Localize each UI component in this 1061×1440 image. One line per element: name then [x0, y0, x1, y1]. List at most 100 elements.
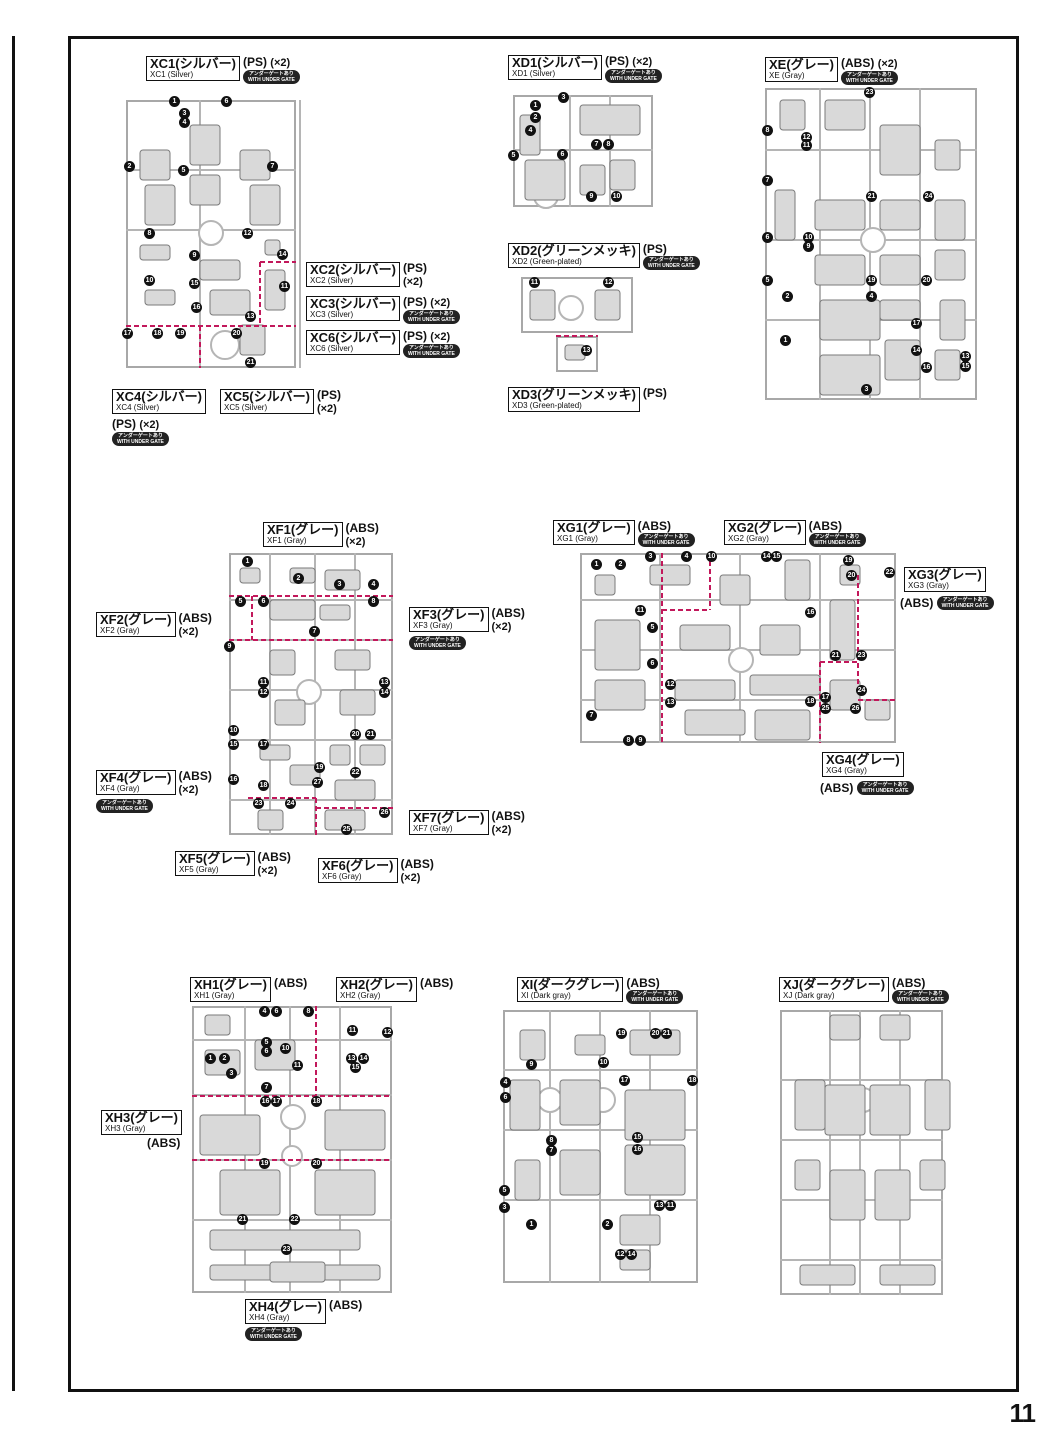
- label-xd1-qty: (×2): [632, 56, 653, 68]
- part-number-marker: 11: [801, 140, 812, 151]
- part-number-marker: 15: [189, 278, 200, 289]
- label-xi-en: XI (Dark gray): [521, 991, 571, 1000]
- label-xf5: XF5(グレー)XF5 (Gray)(ABS)(×2): [175, 851, 291, 877]
- part-number-marker: 20: [350, 729, 361, 740]
- part-number-marker: 16: [228, 774, 239, 785]
- part-number-marker: 1: [242, 556, 253, 567]
- part-number-marker: 6: [500, 1092, 511, 1103]
- label-xf6-mat: (ABS): [400, 857, 434, 871]
- part-number-marker: 10: [228, 725, 239, 736]
- label-xj-mat: (ABS): [892, 976, 926, 990]
- label-xc1-en: XC1 (Silver): [150, 70, 194, 79]
- label-xh1-jp: XH1(グレー): [194, 977, 267, 992]
- part-number-marker: 6: [221, 96, 232, 107]
- part-number-marker: 19: [616, 1028, 627, 1039]
- label-xd2-mat: (PS): [642, 242, 667, 256]
- part-number-marker: 13: [665, 697, 676, 708]
- label-xi-jp: XI(ダークグレー): [521, 977, 620, 992]
- part-number-marker: 18: [152, 328, 163, 339]
- left-page-edge: [0, 36, 15, 1391]
- runner-ring: [296, 679, 322, 705]
- part-number-marker: 1: [780, 335, 791, 346]
- label-xc3-jp: XC3(シルバー): [310, 296, 396, 311]
- runner-part: [259, 744, 291, 761]
- runner-part: [829, 1014, 861, 1041]
- runner-part: [784, 559, 811, 601]
- part-number-marker: 9: [526, 1059, 537, 1070]
- part-number-marker: 11: [529, 277, 540, 288]
- part-number-marker: 4: [500, 1077, 511, 1088]
- label-xc2-mat: (PS): [402, 261, 427, 275]
- label-xc2-jp: XC2(シルバー): [310, 262, 396, 277]
- runner-part: [269, 1261, 326, 1283]
- runner-part: [814, 199, 866, 231]
- part-number-marker: 6: [762, 232, 773, 243]
- part-number-marker: 7: [591, 139, 602, 150]
- runner-part: [649, 564, 691, 586]
- part-number-marker: 14: [277, 249, 288, 260]
- part-number-marker: 20: [311, 1158, 322, 1169]
- part-number-marker: 4: [525, 125, 536, 136]
- part-number-marker: 22: [289, 1214, 300, 1225]
- part-number-marker: 8: [546, 1135, 557, 1146]
- part-number-marker: 20: [231, 328, 242, 339]
- label-xf6-en: XF6 (Gray): [322, 872, 362, 881]
- runner-part: [257, 809, 284, 831]
- label-xg1-en: XG1 (Gray): [557, 534, 598, 543]
- runner-part: [574, 1034, 606, 1056]
- label-xf7-en: XF7 (Gray): [413, 824, 453, 833]
- part-number-marker: 21: [661, 1028, 672, 1039]
- part-number-marker: 10: [611, 191, 622, 202]
- runner-part: [144, 184, 176, 226]
- runner-part: [239, 149, 271, 181]
- runner-part: [879, 254, 921, 286]
- part-number-marker: 15: [228, 739, 239, 750]
- runner-part: [679, 624, 731, 651]
- part-number-marker: 9: [224, 641, 235, 652]
- runner-part: [879, 199, 921, 231]
- runner-ring: [728, 647, 754, 673]
- part-number-marker: 10: [803, 232, 814, 243]
- part-number-marker: 4: [179, 117, 190, 128]
- part-number-marker: 7: [267, 161, 278, 172]
- label-xc3-mat: (PS): [402, 295, 427, 309]
- part-number-marker: 10: [598, 1057, 609, 1068]
- label-xh3-jp: XH3(グレー): [105, 1110, 178, 1125]
- page-frame: [68, 36, 1019, 1392]
- part-number-marker: 23: [253, 798, 264, 809]
- runner-part: [334, 649, 371, 671]
- part-number-marker: 20: [921, 275, 932, 286]
- part-number-marker: 19: [843, 555, 854, 566]
- part-number-marker: 10: [280, 1043, 291, 1054]
- label-xf1-mat: (ABS): [345, 521, 379, 535]
- runner-part: [594, 619, 641, 671]
- part-number-marker: 7: [546, 1145, 557, 1156]
- runner-ring: [860, 227, 886, 253]
- label-xd3-mat: (PS): [642, 386, 667, 400]
- part-number-marker: 24: [285, 798, 296, 809]
- part-number-marker: 14: [379, 687, 390, 698]
- label-xh3: XH3(グレー)XH3 (Gray) (ABS): [101, 1110, 182, 1153]
- part-number-marker: 21: [365, 729, 376, 740]
- part-number-marker: 17: [271, 1096, 282, 1107]
- part-number-marker: 25: [341, 824, 352, 835]
- part-number-marker: 5: [647, 622, 658, 633]
- part-number-marker: 21: [237, 1214, 248, 1225]
- label-xf7-mat: (ABS): [491, 809, 525, 823]
- part-number-marker: 17: [122, 328, 133, 339]
- part-number-marker: 8: [603, 139, 614, 150]
- runner-part: [684, 709, 746, 736]
- part-number-marker: 10: [144, 275, 155, 286]
- part-number-marker: 18: [311, 1096, 322, 1107]
- part-number-marker: 3: [499, 1202, 510, 1213]
- part-number-marker: 17: [820, 692, 831, 703]
- runner-part: [624, 1144, 686, 1196]
- runner-part: [749, 674, 821, 696]
- part-number-marker: 9: [635, 735, 646, 746]
